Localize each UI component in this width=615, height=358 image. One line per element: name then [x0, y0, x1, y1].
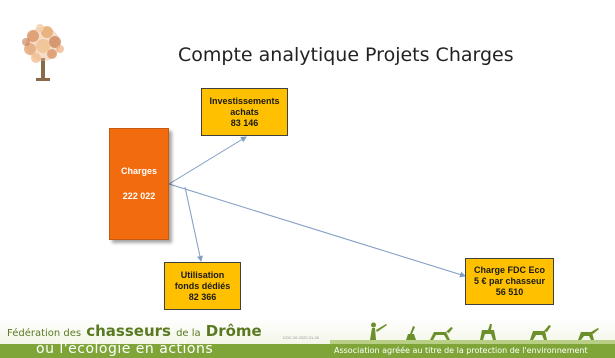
federation-prefix: Fédération des	[7, 328, 82, 339]
utilisation-box: Utilisation fonds dédiés 82 366	[164, 262, 241, 310]
charges-label: Charges	[120, 166, 157, 176]
charges-box: Charges 222 022	[109, 128, 169, 240]
connector-to-investissements	[168, 136, 247, 185]
federation-name: Fédération des chasseurs de la Drôme	[7, 321, 262, 340]
connector-to-utilisation	[184, 186, 203, 262]
footer-top-band: Fédération des chasseurs de la Drôme DOC…	[0, 318, 615, 344]
page-title: Compte analytique Projets Charges	[178, 44, 514, 66]
footer: Fédération des chasseurs de la Drôme DOC…	[0, 318, 615, 358]
fdc-eco-value: 56 510	[495, 287, 524, 297]
utilisation-sublabel: fonds dédiés	[174, 280, 231, 291]
connector-to-fdc-eco	[168, 183, 466, 278]
utilisation-label: Utilisation	[180, 269, 225, 280]
federation-chasseurs: chasseurs	[86, 322, 171, 340]
utilisation-value: 82 366	[188, 291, 217, 302]
investissements-box: Investissements achats 83 146	[201, 88, 288, 136]
document-code: DOC 26 2022-01-26	[283, 335, 320, 340]
investissements-label: Investissements	[209, 95, 280, 106]
fdc-eco-label: Charge FDC Eco	[473, 265, 545, 275]
association-text: Association agréée au titre de la protec…	[334, 346, 588, 355]
footer-slogan-band: ou l'écologie en actions Association agr…	[0, 341, 615, 358]
federation-drome: Drôme	[205, 322, 262, 340]
investissements-value: 83 146	[230, 117, 259, 128]
charges-value: 222 022	[122, 191, 156, 201]
slogan-text: ou l'écologie en actions	[36, 341, 214, 357]
fdc-eco-sublabel: 5 € par chasseur	[473, 276, 546, 286]
fdc-eco-box: Charge FDC Eco 5 € par chasseur 56 510	[465, 258, 554, 305]
tree-logo-icon	[14, 22, 72, 84]
investissements-sublabel: achats	[230, 106, 259, 117]
federation-de-la: de la	[176, 328, 201, 339]
hunters-silhouette-icon	[330, 322, 615, 344]
